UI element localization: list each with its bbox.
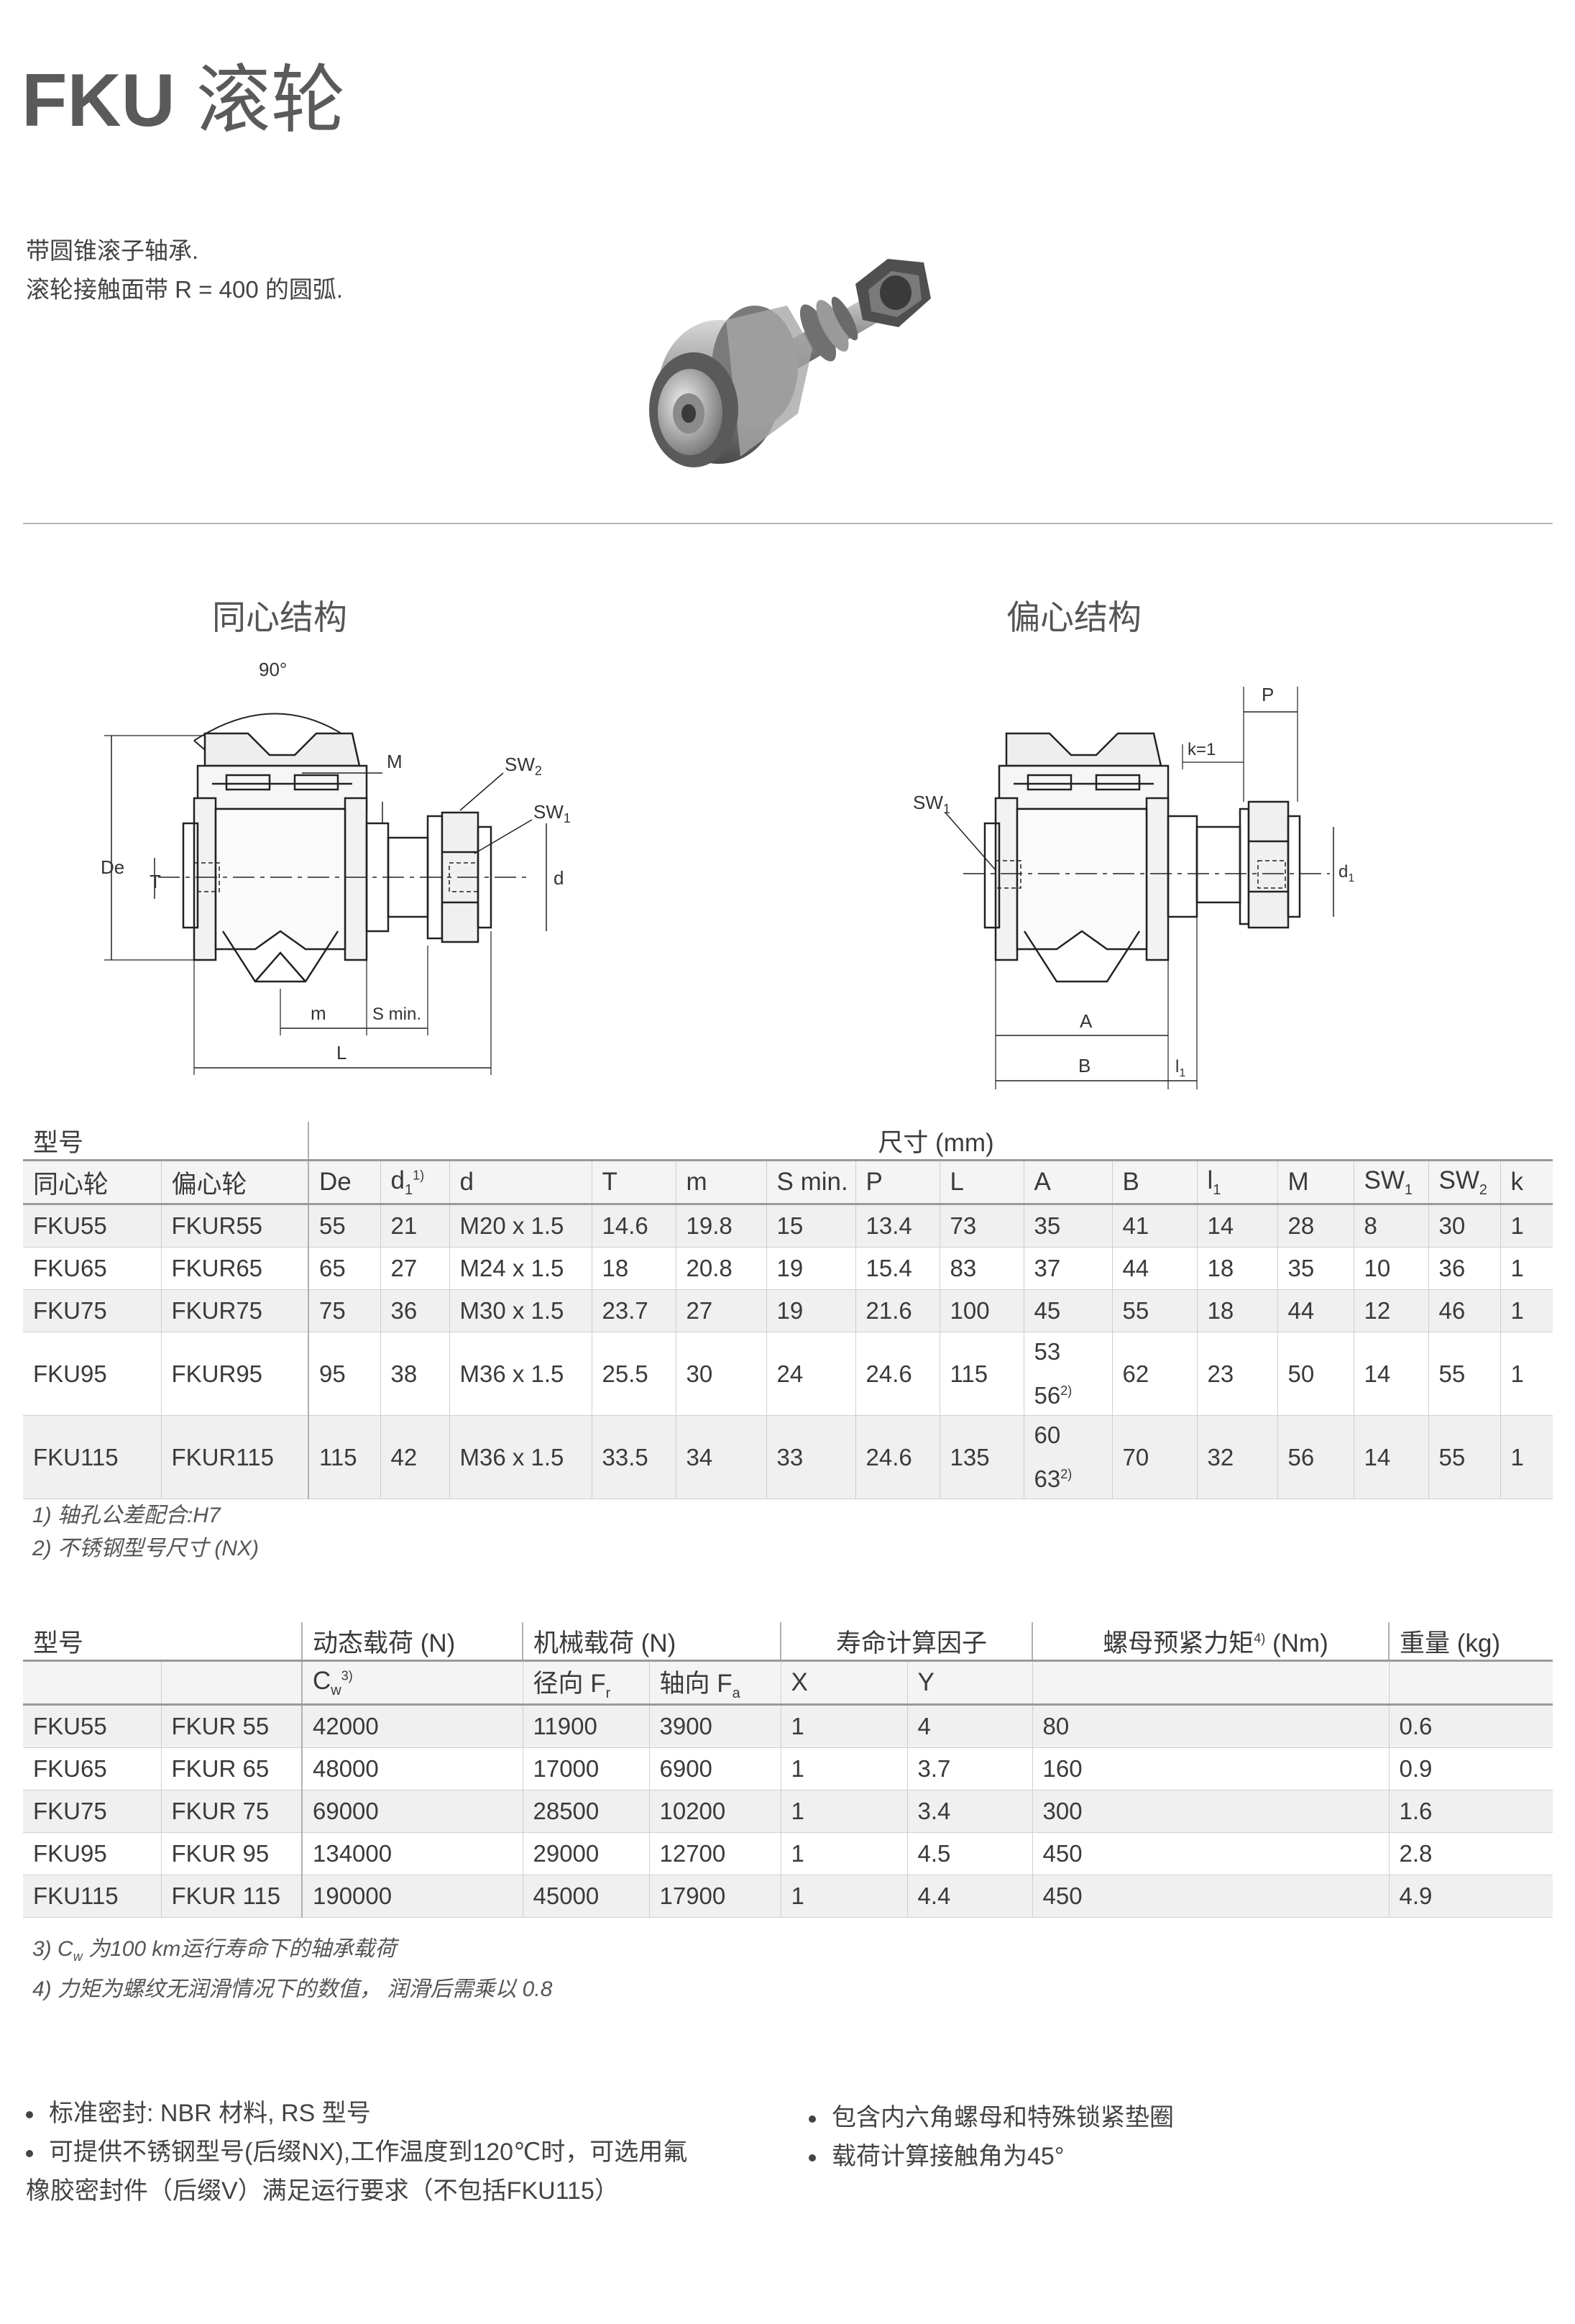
col-fa: 轴向 Fa — [648, 1660, 781, 1706]
bullet-icon — [809, 2154, 816, 2162]
list-item: 标准密封: NBR 材料, RS 型号 — [26, 2094, 687, 2133]
label-p: P — [1262, 684, 1274, 705]
section-divider — [23, 523, 1553, 524]
load-table: 型号 动态载荷 (N) 机械载荷 (N) 寿命计算因子 螺母预紧力矩4) (Nm… — [23, 1622, 1553, 1918]
load-group-model: 型号 — [23, 1622, 303, 1661]
label-l: L — [336, 1042, 346, 1063]
label-angle: 90° — [259, 659, 287, 680]
group-dims: 尺寸 (mm) — [878, 1128, 994, 1157]
col-d: d — [449, 1159, 592, 1205]
col-b: B — [1111, 1159, 1197, 1205]
list-item: 载荷计算接触角为45° — [809, 2137, 1174, 2176]
col-sw1: SW1 — [1353, 1159, 1428, 1205]
col-fr: 径向 Fr — [522, 1660, 649, 1706]
dims-header-row: 同心轮 偏心轮 De d11) d T m S min. P L A B l1 … — [23, 1159, 1553, 1205]
bullet-icon — [26, 2111, 33, 2119]
svg-text:SW2: SW2 — [505, 754, 542, 778]
product-photo — [649, 259, 931, 467]
load-group-life: 寿命计算因子 — [781, 1622, 1033, 1661]
col-l: L — [939, 1159, 1024, 1205]
svg-text:SW1: SW1 — [533, 801, 571, 825]
bullets-left: 标准密封: NBR 材料, RS 型号 可提供不锈钢型号(后缀NX),工作温度到… — [26, 2094, 687, 2210]
col-eccentric: 偏心轮 — [160, 1159, 309, 1205]
col-d1: d11) — [380, 1159, 449, 1205]
bullets-right: 包含内六角螺母和特殊锁紧垫圈 载荷计算接触角为45° — [809, 2098, 1174, 2176]
col-y: Y — [906, 1660, 1032, 1706]
intro-line-2: 滚轮接触面带 R = 400 的圆弧. — [26, 276, 344, 303]
load-header-row: Cw3) 径向 Fr 轴向 Fa X Y — [23, 1660, 1553, 1706]
col-m-thread: M — [1277, 1159, 1354, 1205]
page-title: FKU 滚轮 — [22, 63, 346, 138]
title-cn: 滚轮 — [196, 59, 346, 142]
intro-line-1: 带圆锥滚子轴承. — [26, 237, 199, 264]
load-group-mech: 机械载荷 (N) — [523, 1622, 781, 1661]
col-smin: S min. — [766, 1159, 855, 1205]
col-a: A — [1023, 1159, 1112, 1205]
col-m: m — [675, 1159, 766, 1205]
dims-notes: 1) 轴孔公差配合:H7 2) 不锈钢型号尺寸 (NX) — [32, 1504, 259, 1560]
load-group-weight: 重量 (kg) — [1400, 1629, 1501, 1657]
intro-text: 带圆锥滚子轴承. 滚轮接触面带 R = 400 的圆弧. — [26, 232, 343, 309]
col-cw: Cw3) — [301, 1660, 523, 1706]
eccentric-title: 偏心结构 — [1006, 598, 1142, 636]
concentric-title: 同心结构 — [212, 598, 347, 636]
title-code: FKU — [22, 59, 175, 142]
col-k: k — [1500, 1159, 1553, 1205]
col-l1: l1 — [1196, 1159, 1277, 1205]
col-de: De — [308, 1159, 380, 1205]
label-t: T — [150, 871, 161, 892]
dimensions-table: 型号 尺寸 (mm) 同心轮 偏心轮 De d11) d T m S min. … — [23, 1122, 1553, 1499]
bullet-icon — [809, 2115, 816, 2123]
group-model: 型号 — [23, 1122, 309, 1161]
concentric-drawing: 90° SW2 SW1 M De T d m S min. — [101, 659, 571, 1075]
eccentric-drawing: P k=1 SW1 d1 A B l1 — [913, 684, 1354, 1089]
svg-text:l1: l1 — [1175, 1057, 1185, 1079]
list-item: 可提供不锈钢型号(后缀NX),工作温度到120℃时，可选用氟 — [26, 2133, 687, 2172]
bullet-icon — [26, 2150, 33, 2158]
label-d: d — [554, 867, 564, 889]
col-x: X — [780, 1660, 907, 1706]
label-m: m — [311, 1002, 326, 1024]
label-k: k=1 — [1188, 740, 1216, 759]
label-smin: S min. — [372, 1005, 421, 1024]
label-b: B — [1078, 1055, 1090, 1076]
svg-text:SW1: SW1 — [913, 792, 950, 816]
list-item: 橡胶密封件（后缀V）满足运行要求（不包括FKU115） — [26, 2177, 619, 2205]
load-notes: 3) Cw 为100 km运行寿命下的轴承载荷 4) 力矩为螺纹无润滑情况下的数… — [32, 1937, 553, 2001]
col-concentric: 同心轮 — [23, 1159, 161, 1205]
label-m-top: M — [387, 751, 403, 772]
col-p: P — [855, 1159, 940, 1205]
list-item: 包含内六角螺母和特殊锁紧垫圈 — [809, 2098, 1174, 2137]
load-group-dynamic: 动态载荷 (N) — [302, 1622, 523, 1661]
col-t: T — [591, 1159, 676, 1205]
load-group-torque: 螺母预紧力矩4) (Nm) — [1032, 1622, 1390, 1661]
svg-text:d1: d1 — [1338, 862, 1354, 884]
col-sw2: SW2 — [1428, 1159, 1500, 1205]
label-de: De — [101, 856, 124, 878]
label-a: A — [1080, 1010, 1093, 1032]
